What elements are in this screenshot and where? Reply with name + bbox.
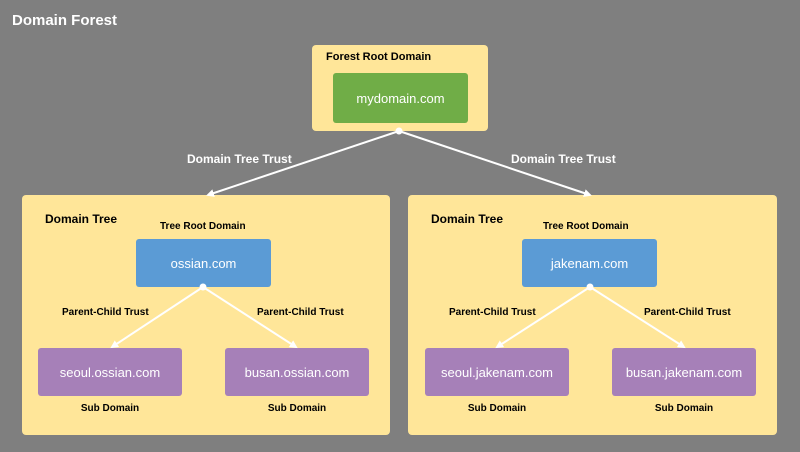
sub-domain-box-right-a: seoul.jakenam.com <box>425 348 569 396</box>
parent-child-trust-label-left-b: Parent-Child Trust <box>257 307 344 318</box>
tree-root-domain-text-right: jakenam.com <box>550 255 629 271</box>
sub-domain-text-left-a: seoul.ossian.com <box>59 364 161 380</box>
domain-tree-trust-label-left: Domain Tree Trust <box>187 152 292 166</box>
sub-domain-caption-right-a: Sub Domain <box>467 403 527 414</box>
sub-domain-text-left-b: busan.ossian.com <box>244 364 350 380</box>
sub-domain-box-right-b: busan.jakenam.com <box>612 348 756 396</box>
sub-domain-caption-left-a: Sub Domain <box>80 403 140 414</box>
sub-domain-box-left-b: busan.ossian.com <box>225 348 369 396</box>
tree-root-domain-text-left: ossian.com <box>170 255 237 271</box>
sub-domain-text-right-a: seoul.jakenam.com <box>441 364 553 380</box>
domain-tree-panel-left: Domain Tree Tree Root Domain ossian.com … <box>22 195 390 435</box>
domain-tree-panel-right: Domain Tree Tree Root Domain jakenam.com… <box>408 195 777 435</box>
forest-root-domain-text: mydomain.com <box>356 90 445 106</box>
tree-root-domain-box-left: ossian.com <box>136 239 271 287</box>
forest-title: Domain Forest <box>12 12 118 29</box>
domain-tree-label-left: Domain Tree <box>45 212 118 226</box>
sub-domain-box-left-a: seoul.ossian.com <box>38 348 182 396</box>
sub-domain-text-right-b: busan.jakenam.com <box>625 364 743 380</box>
domain-tree-label-right: Domain Tree <box>431 212 504 226</box>
forest-root-label: Forest Root Domain <box>326 51 432 63</box>
parent-child-trust-label-right-a: Parent-Child Trust <box>449 307 536 318</box>
sub-domain-caption-left-b: Sub Domain <box>267 403 327 414</box>
parent-child-trust-label-right-b: Parent-Child Trust <box>644 307 731 318</box>
tree-root-label-right: Tree Root Domain <box>543 221 629 232</box>
parent-child-trust-label-left-a: Parent-Child Trust <box>62 307 149 318</box>
forest-root-panel: Forest Root Domain mydomain.com <box>312 45 488 131</box>
sub-domain-caption-right-b: Sub Domain <box>654 403 714 414</box>
tree-root-domain-box-right: jakenam.com <box>522 239 657 287</box>
domain-tree-trust-label-right: Domain Tree Trust <box>511 152 616 166</box>
tree-root-label-left: Tree Root Domain <box>160 221 246 232</box>
forest-root-domain-box: mydomain.com <box>333 73 468 123</box>
